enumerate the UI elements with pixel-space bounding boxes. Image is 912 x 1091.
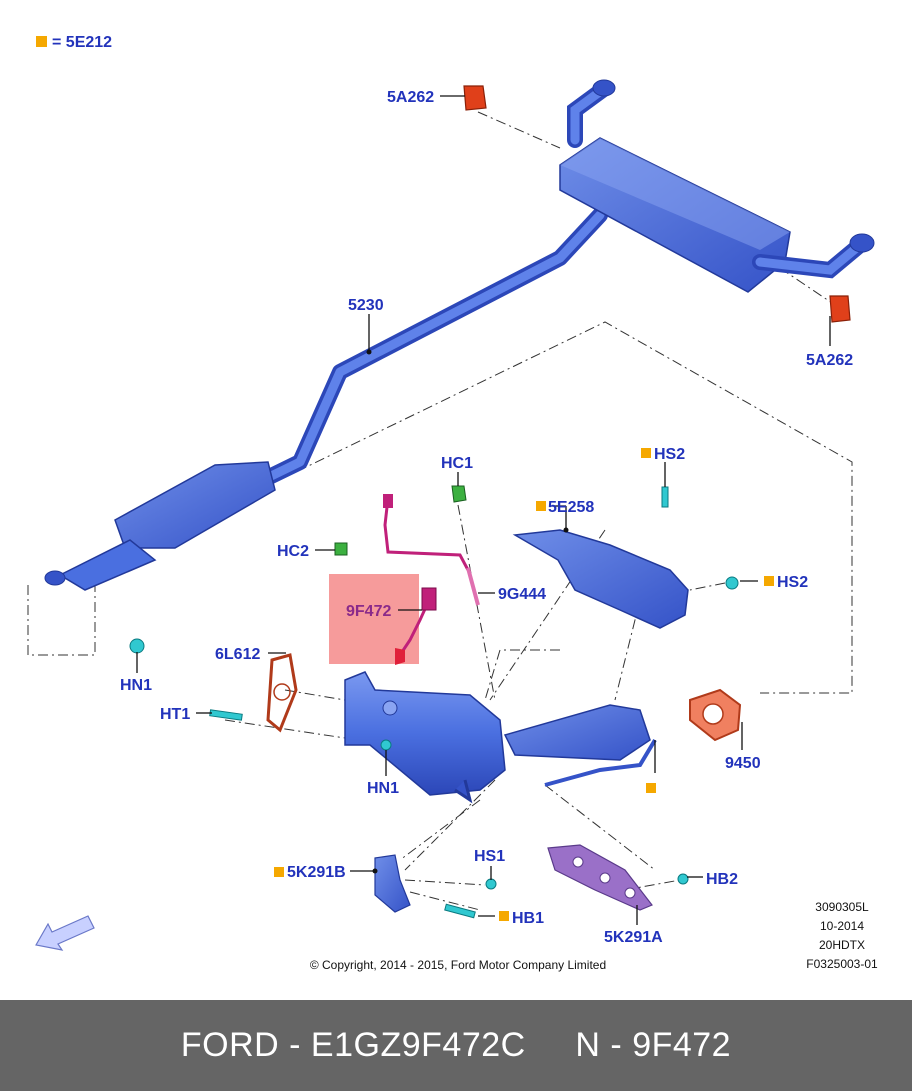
label-5k291a[interactable]: 5K291A [604,929,663,946]
gaskets [266,653,742,742]
legend-text: = 5E212 [52,34,112,51]
legend: = 5E212 [36,34,112,51]
hanger-right-shape [829,295,851,323]
label-hc2[interactable]: HC2 [277,543,309,560]
label-hb1[interactable]: HB1 [512,910,544,927]
direction-arrow-icon [35,915,95,951]
leader-lines [136,95,831,925]
label-ht1[interactable]: HT1 [160,706,190,723]
label-5k291b[interactable]: 5K291B [287,864,346,881]
label-5e258[interactable]: 5E258 [548,499,594,516]
part-labels: 5A262 5A262 5230 HC1 HS2 5E258 HC2 9G444… [120,89,853,946]
brackets [374,844,653,913]
rear-muffler [559,79,875,293]
info-fig: F0325003-01 [806,957,878,971]
label-9g444[interactable]: 9G444 [498,586,546,603]
sensors [383,494,480,665]
footer-text: FORD - E1GZ9F472C N - 9F472 [180,1026,732,1064]
label-6l612[interactable]: 6L612 [215,646,260,663]
label-hn1-left[interactable]: HN1 [120,677,152,694]
label-hs2-top[interactable]: HS2 [654,446,685,463]
copyright: © Copyright, 2014 - 2015, Ford Motor Com… [310,958,606,972]
label-5a262-top[interactable]: 5A262 [387,89,434,106]
info-code: 3090305L [815,900,869,914]
hanger-top-shape [463,85,487,111]
hangers [463,85,851,323]
label-hs1[interactable]: HS1 [474,848,505,865]
info-engine: 20HDTX [819,938,865,952]
label-hn1-center[interactable]: HN1 [367,780,399,797]
heat-shield [512,529,689,629]
exhaust-system-diagram: = 5E212 [27,34,878,972]
label-hs2-right[interactable]: HS2 [777,574,808,591]
label-hb2[interactable]: HB2 [706,871,738,888]
diagram-stage: = 5E212 [27,34,878,972]
info-block: 3090305L 10-2014 20HDTX F0325003-01 © Co… [310,900,878,972]
fasteners [129,485,739,919]
label-5230[interactable]: 5230 [348,297,384,314]
label-5a262-right[interactable]: 5A262 [806,352,853,369]
label-9450[interactable]: 9450 [725,755,761,772]
legend-marker [36,36,47,47]
catalytic-converter [344,671,657,804]
label-hc1[interactable]: HC1 [441,455,473,472]
footer-bar: FORD - E1GZ9F472C N - 9F472 [0,1000,912,1091]
front-resonator [44,461,276,591]
label-9f472[interactable]: 9F472 [346,603,391,620]
orange-markers [274,448,774,921]
info-date: 10-2014 [820,919,864,933]
